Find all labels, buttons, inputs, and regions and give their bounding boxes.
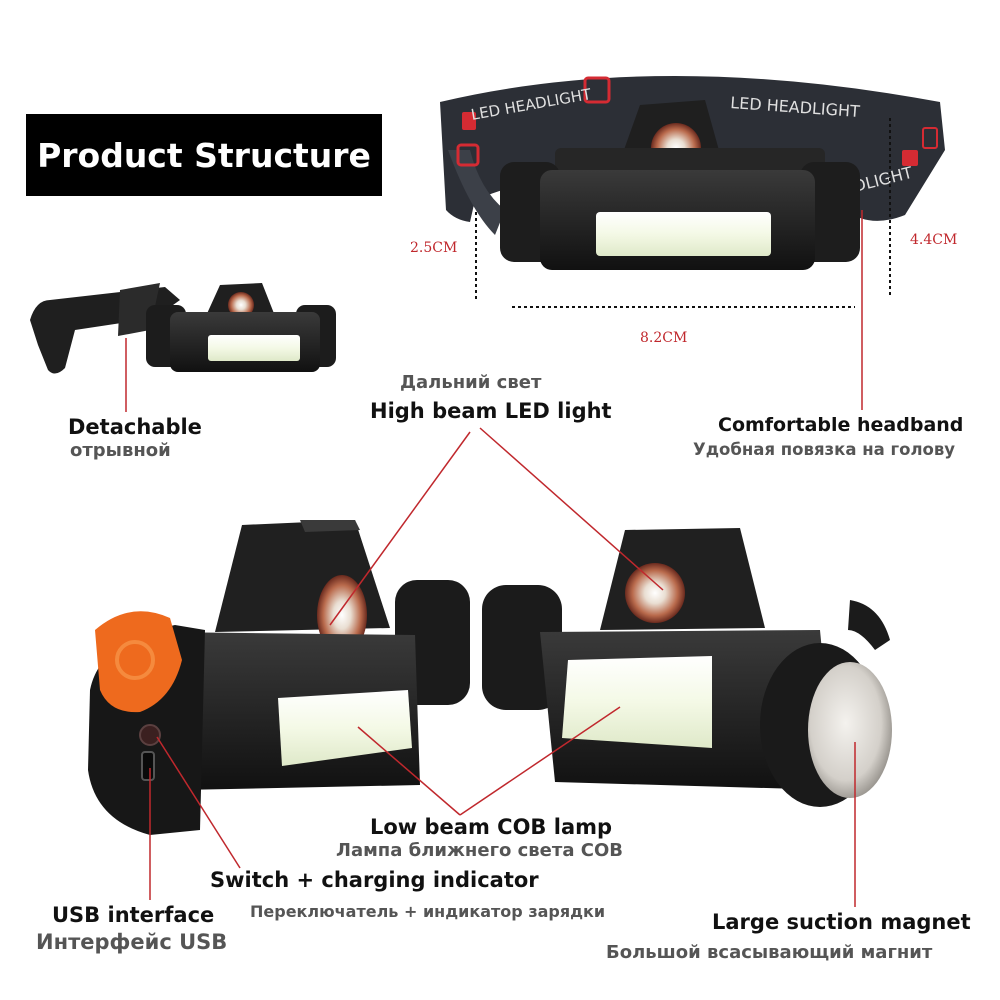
detachable-illustration: [30, 283, 336, 374]
callout-magnet-en: Large suction magnet: [712, 910, 971, 934]
headband-illustration: LED HEADLIGHT LED HEADLIGHT DLIGHT: [440, 76, 945, 270]
callout-magnet-ru: Большой всасывающий магнит: [606, 942, 933, 963]
right-lamp: [482, 528, 892, 807]
callout-low-beam-en: Low beam COB lamp: [370, 815, 613, 839]
cob-panel-top: [596, 212, 771, 256]
title-banner: Product Structure: [26, 114, 382, 196]
dimension-height-left: 2.5CM: [410, 240, 458, 256]
switch-indicator: [139, 724, 161, 746]
callout-high-beam-ru: Дальний свет: [400, 372, 542, 393]
line-low-beam-left: [357, 726, 461, 816]
line-high-beam-left: [329, 431, 471, 626]
headband-strap-back: [448, 150, 505, 235]
page-title: Product Structure: [37, 135, 371, 175]
dimension-guides: [475, 118, 891, 308]
dimension-width: 8.2CM: [640, 330, 688, 346]
callout-detachable-ru: отрывной: [70, 440, 171, 461]
usb-cap: [95, 611, 182, 713]
callout-low-beam-ru: Лампа ближнего света COB: [336, 840, 623, 861]
cob-panel-left: [278, 690, 412, 766]
usb-port: [141, 751, 155, 781]
callout-usb-ru: Интерфейс USB: [36, 930, 228, 954]
line-high-beam-right: [479, 427, 664, 591]
top-lamp: [500, 100, 860, 270]
left-lamp: [88, 520, 470, 835]
callout-detachable-en: Detachable: [68, 415, 202, 439]
callout-switch-ru: Переключатель + индикатор зарядки: [250, 902, 606, 921]
magnet-disc: [808, 662, 892, 798]
cob-panel-right: [562, 656, 712, 748]
callout-headband-ru: Удобная повязка на голову: [693, 440, 956, 459]
dimension-height-right: 4.4CM: [910, 232, 958, 248]
right-high-beam-lens: [625, 563, 685, 623]
strap-icons: [456, 76, 938, 167]
callout-lines: [125, 210, 863, 907]
callout-high-beam-en: High beam LED light: [370, 399, 612, 423]
callout-usb-en: USB interface: [52, 903, 215, 927]
line-low-beam-right: [459, 706, 621, 816]
callout-switch-en: Switch + charging indicator: [210, 868, 539, 892]
callout-headband-en: Comfortable headband: [718, 414, 964, 436]
line-switch: [156, 736, 241, 869]
